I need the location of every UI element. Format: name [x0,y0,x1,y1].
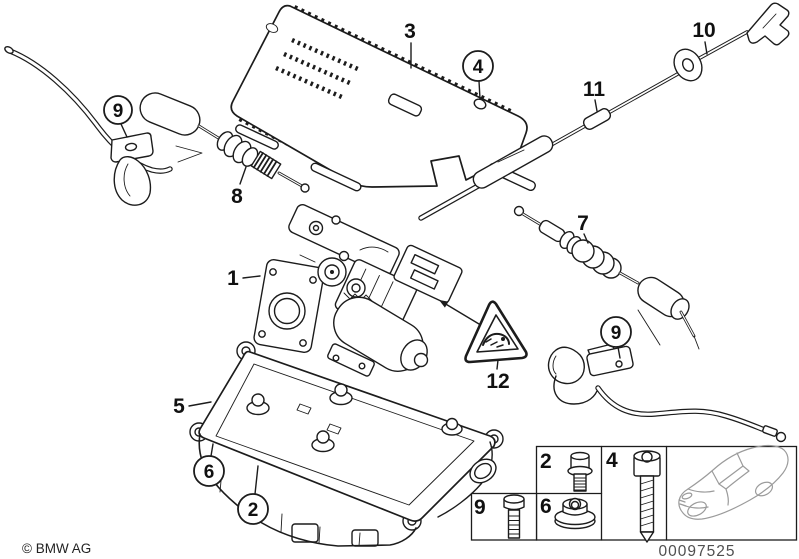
base-plate-part-5 [189,341,504,547]
callout-4[interactable]: 4 [462,50,494,100]
arrowhead [439,300,449,308]
callout-6[interactable]: 6 [193,443,225,487]
copyright-notice: © BMW AG [22,541,91,556]
callout-9-left-label[interactable]: 9 [113,101,124,122]
rod-part-11 [418,60,701,221]
callout-7-label[interactable]: 7 [577,212,589,235]
callout-12[interactable]: 12 [486,359,510,393]
callout-10[interactable]: 10 [692,19,716,55]
car-silhouette-icon [678,444,789,520]
callout-5-label[interactable]: 5 [173,395,185,418]
socket-head-screw-icon [633,450,661,543]
hex-bolt-icon [503,494,525,539]
callout-4-label[interactable]: 4 [473,57,484,78]
cover-screw-hole [473,98,487,110]
legend-cell-2-label[interactable]: 2 [540,450,552,473]
flange-nut-icon [554,497,596,530]
callout-2[interactable]: 2 [237,465,269,525]
actuator-part-1 [253,204,463,377]
callout-11-label[interactable]: 11 [583,78,606,101]
callout-8-label[interactable]: 8 [231,185,243,208]
drawing-number: 00097525 [659,543,736,559]
legend-cell-6-label[interactable]: 6 [540,495,552,518]
callout-12-label[interactable]: 12 [486,370,509,393]
callout-9-right[interactable]: 9 [600,316,632,359]
callout-5[interactable]: 5 [173,395,212,418]
callout-6-label[interactable]: 6 [204,462,215,483]
direction-chevron [175,145,203,163]
legend-cell-9-label[interactable]: 9 [474,496,486,519]
holder-bracket-left [110,132,203,206]
grommet-part-10 [673,2,790,82]
callout-9-right-label[interactable]: 9 [611,323,622,344]
cover-part-3 [230,4,536,192]
callout-1[interactable]: 1 [227,267,261,290]
legend-cell-4-label[interactable]: 4 [606,449,618,472]
hex-flange-bolt-icon [567,451,593,492]
pinch-hazard-triangle [439,300,528,364]
callout-10-label[interactable]: 10 [692,19,715,42]
callout-3[interactable]: 3 [404,20,416,69]
callout-11[interactable]: 11 [583,78,606,112]
clevis-fork [746,2,790,46]
cable-part-7 [513,205,700,350]
fastener-legend: 2 6 9 [470,444,798,543]
callout-9-left[interactable]: 9 [103,95,133,138]
thread-section [250,150,282,180]
connector-block [393,244,463,304]
callout-7[interactable]: 7 [577,212,589,244]
callout-1-label[interactable]: 1 [227,267,239,290]
callout-2-label[interactable]: 2 [248,500,259,521]
pinch-hand-icon [482,332,510,348]
holder-bracket-right [547,343,787,443]
callout-8[interactable]: 8 [231,166,247,208]
callout-3-label[interactable]: 3 [404,20,416,43]
